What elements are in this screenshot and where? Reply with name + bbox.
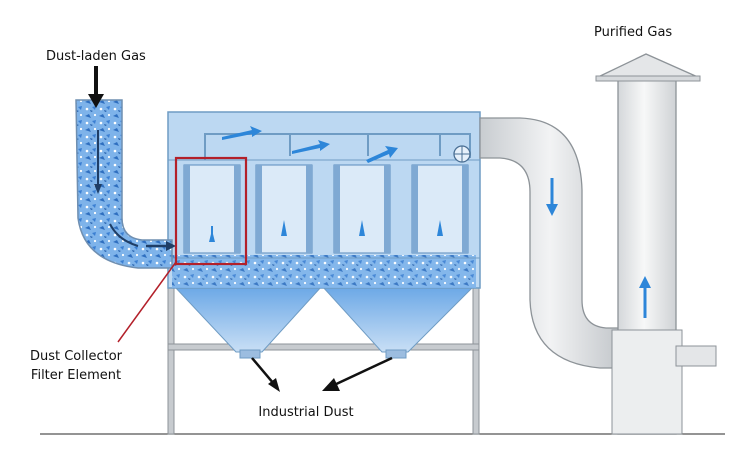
filter-bag xyxy=(411,164,469,254)
filter-bags xyxy=(183,164,469,254)
arrow-icon xyxy=(546,204,558,216)
filter-bag xyxy=(183,164,241,254)
outlet-duct xyxy=(479,117,621,369)
dust-hoppers xyxy=(172,285,476,359)
filter-label-line1: Dust Collector xyxy=(30,349,123,364)
inlet-duct xyxy=(75,99,176,269)
outlet-label: Purified Gas xyxy=(594,25,672,40)
inlet-label-arrow xyxy=(88,66,104,108)
inlet-label: Dust-laden Gas xyxy=(46,49,146,64)
arrow-icon xyxy=(222,126,262,140)
filter-highlight-box xyxy=(174,156,248,266)
filter-bag xyxy=(255,164,313,254)
arrow-icon xyxy=(366,146,398,163)
arrow-icon xyxy=(639,276,651,288)
dust-label: Industrial Dust xyxy=(258,405,353,420)
filter-label-line2: Filter Element xyxy=(31,368,121,383)
dust-label-arrows xyxy=(251,356,393,392)
arrow-icon xyxy=(292,140,330,154)
exhaust-stack xyxy=(595,53,717,435)
filter-pointer-line xyxy=(117,261,177,343)
fan-icon xyxy=(453,145,471,163)
internal-flow-arrows xyxy=(222,126,398,163)
filter-bag xyxy=(333,164,391,254)
